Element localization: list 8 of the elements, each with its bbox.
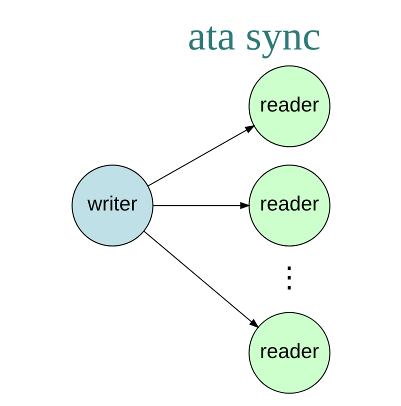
node-circle: reader	[248, 164, 330, 246]
arrow	[152, 202, 250, 210]
label: ⋮	[274, 261, 304, 294]
node-circle: writer	[71, 164, 153, 246]
diagram-title: ata sync	[187, 14, 320, 59]
node-circle: reader	[248, 65, 330, 148]
arrow	[147, 125, 255, 186]
arrow	[143, 230, 259, 328]
